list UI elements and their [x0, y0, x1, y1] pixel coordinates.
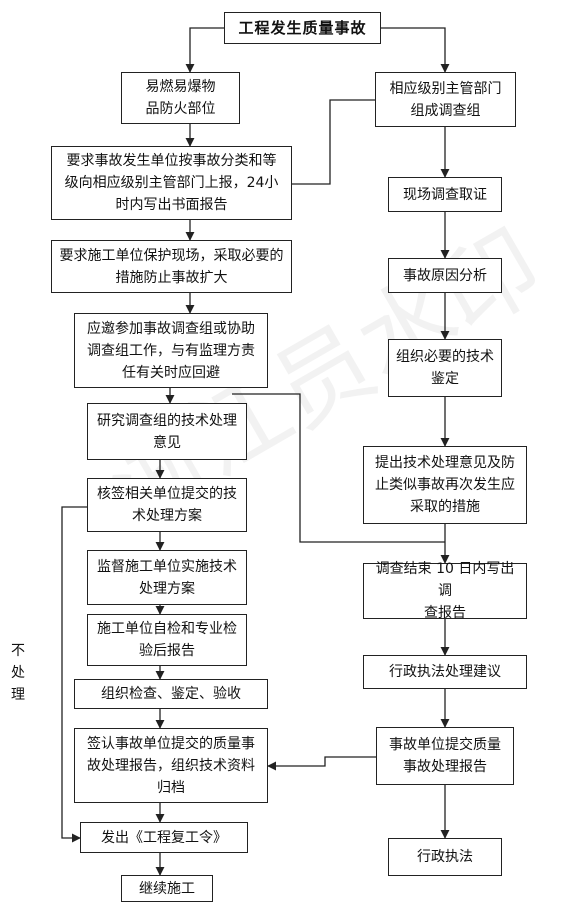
no-process-label: 不 处 理 [11, 643, 25, 703]
connector-left2-to-right1 [292, 99, 375, 185]
right-step-4: 组织必要的技术 鉴定 [388, 339, 502, 397]
connector-title-to-left [185, 27, 224, 73]
left-step-10: 签认事故单位提交的质量事 故处理报告，组织技术资料 归档 [74, 728, 268, 803]
left-step-6: 核签相关单位提交的技 术处理方案 [87, 478, 247, 532]
left-step-8: 施工单位自检和专业检 验后报告 [87, 614, 247, 666]
left-step-2: 要求事故发生单位按事故分类和等 级向相应级别主管部门上报，24小 时内写出书面报… [51, 146, 292, 220]
right-step-8: 事故单位提交质量 事故处理报告 [376, 727, 514, 785]
connector-left4-to-right6 [232, 393, 445, 543]
connector-title-to-right [381, 27, 450, 73]
right-step-1: 相应级别主管部门 组成调查组 [375, 72, 516, 127]
left-step-5: 研究调查组的技术处理 意见 [87, 403, 247, 460]
right-step-5: 提出技术处理意见及防 止类似事故再次发生应 采取的措施 [363, 446, 527, 524]
left-step-7: 监督施工单位实施技术 处理方案 [87, 550, 247, 605]
left-step-1: 易燃易爆物 品防火部位 [121, 72, 240, 124]
left-step-9: 组织检查、鉴定、验收 [74, 679, 268, 709]
left-step-3: 要求施工单位保护现场，采取必要的 措施防止事故扩大 [51, 240, 292, 293]
right-step-7: 行政执法处理建议 [363, 655, 527, 689]
right-step-2: 现场调查取证 [388, 177, 502, 212]
left-step-11: 发出《工程复工令》 [80, 822, 248, 853]
left-step-4: 应邀参加事故调查组或协助 调查组工作，与有监理方责 任有关时应回避 [74, 313, 268, 388]
right-step-6: 调查结束 10 日内写出调 查报告 [363, 561, 527, 621]
connector-right8-to-left10 [267, 756, 376, 771]
connector-bypass-no-process [61, 506, 87, 843]
title-box: 工程发生质量事故 [224, 12, 381, 44]
right-step-3: 事故原因分析 [388, 258, 502, 293]
left-step-12: 继续施工 [121, 875, 213, 902]
right-step-9: 行政执法 [388, 838, 502, 876]
